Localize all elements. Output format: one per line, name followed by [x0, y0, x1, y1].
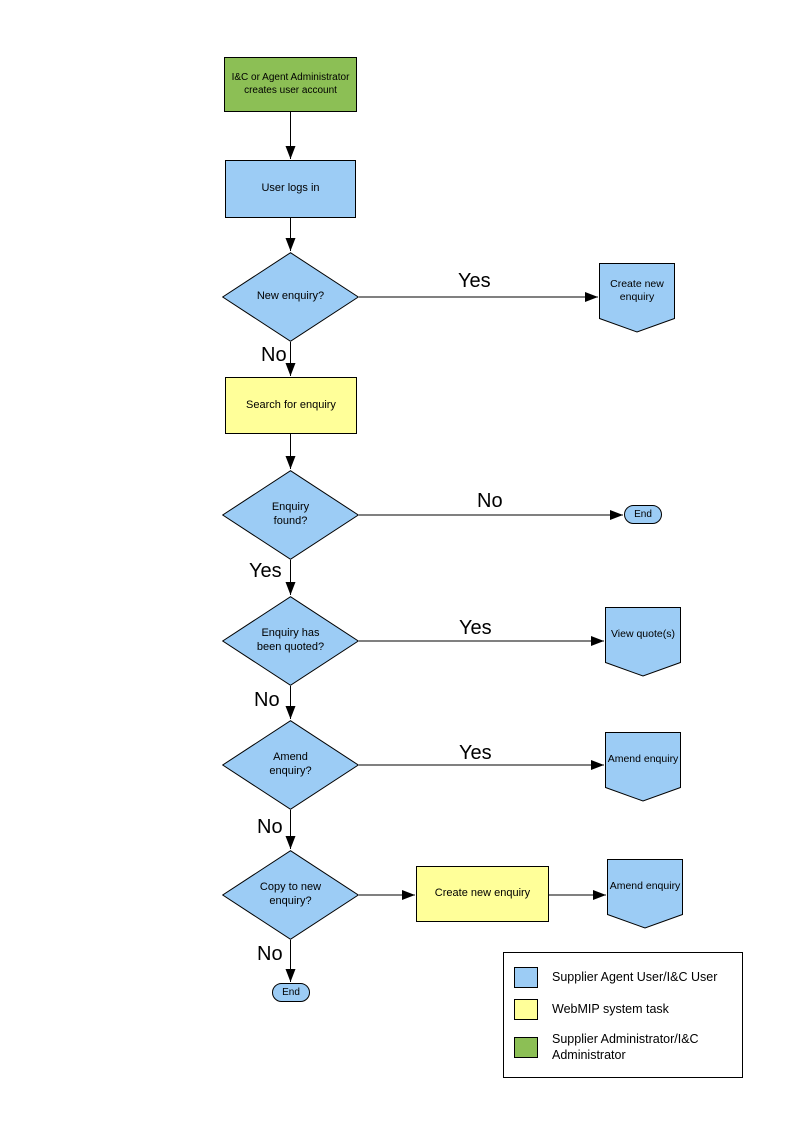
- decision-copy-to-new-enquiry: Copy to new enquiry?: [222, 850, 359, 940]
- decision-label: Copy to new enquiry?: [259, 881, 322, 907]
- legend-item-supplier-administrator: Supplier Administrator/I&C Administrator: [514, 1031, 732, 1064]
- pentagon-shape: [599, 263, 675, 333]
- offpage-label: Amend enquiry: [607, 753, 679, 766]
- decision-label: Amend enquiry?: [269, 751, 312, 777]
- terminator-end-1: End: [624, 505, 662, 524]
- pentagon-shape: [605, 732, 681, 802]
- offpage-view-quotes: View quote(s): [605, 607, 681, 677]
- terminator-end-2: End: [272, 983, 310, 1002]
- legend-label: Supplier Agent User/I&C User: [552, 970, 718, 985]
- offpage-label: Amend enquiry: [609, 880, 681, 893]
- node-label: Search for enquiry: [246, 398, 336, 411]
- diamond-shape: [222, 252, 359, 342]
- legend-label: WebMIP system task: [552, 1002, 669, 1017]
- offpage-create-new-enquiry: Create new enquiry: [599, 263, 675, 333]
- legend-label: Supplier Administrator/I&C Administrator: [552, 1031, 699, 1062]
- edge-label-yes-enquiry-found: Yes: [249, 560, 282, 582]
- offpage-label: View quote(s): [610, 628, 675, 641]
- node-create-user-account: I&C or Agent Administrator creates user …: [224, 57, 357, 112]
- edge-label-no-copy-to-new: No: [257, 943, 283, 965]
- terminator-label: End: [634, 509, 652, 520]
- decision-enquiry-found: Enquiry found?: [222, 470, 359, 560]
- edge-label-yes-amend-enquiry: Yes: [459, 742, 492, 764]
- edge-label-yes-new-enquiry: Yes: [458, 270, 491, 292]
- legend-swatch-yellow: [514, 998, 538, 1020]
- decision-label: Enquiry has been quoted?: [256, 627, 325, 653]
- edge-label-no-new-enquiry: No: [261, 344, 287, 366]
- edge-label-yes-enquiry-quoted: Yes: [459, 617, 492, 639]
- legend-item-webmip-system-task: WebMIP system task: [514, 998, 732, 1020]
- terminator-label: End: [282, 987, 300, 998]
- legend-swatch-blue: [514, 966, 538, 988]
- node-search-for-enquiry: Search for enquiry: [225, 377, 357, 434]
- offpage-amend-enquiry-2: Amend enquiry: [607, 859, 683, 929]
- edge-label-no-enquiry-found: No: [477, 490, 503, 512]
- decision-enquiry-quoted: Enquiry has been quoted?: [222, 596, 359, 686]
- diamond-shape: [222, 720, 359, 810]
- diamond-shape: [222, 850, 359, 940]
- edge-label-no-amend-enquiry: No: [257, 816, 283, 838]
- node-label: Create new enquiry: [434, 887, 531, 900]
- legend-item-supplier-agent-user: Supplier Agent User/I&C User: [514, 966, 732, 988]
- decision-new-enquiry: New enquiry?: [222, 252, 359, 342]
- node-create-new-enquiry-task: Create new enquiry: [416, 866, 549, 922]
- diamond-shape: [222, 470, 359, 560]
- node-label: I&C or Agent Administrator creates user …: [231, 72, 350, 96]
- pentagon-shape: [607, 859, 683, 929]
- decision-label: New enquiry?: [256, 290, 325, 303]
- pentagon-shape: [605, 607, 681, 677]
- legend-swatch-green: [514, 1036, 538, 1058]
- offpage-label: Create new enquiry: [610, 277, 664, 303]
- edge-label-no-enquiry-quoted: No: [254, 689, 280, 711]
- offpage-amend-enquiry-1: Amend enquiry: [605, 732, 681, 802]
- diamond-shape: [222, 596, 359, 686]
- legend: Supplier Agent User/I&C User WebMIP syst…: [503, 952, 743, 1078]
- node-user-logs-in: User logs in: [225, 160, 356, 218]
- decision-label: Enquiry found?: [271, 501, 310, 527]
- decision-amend-enquiry: Amend enquiry?: [222, 720, 359, 810]
- node-label: User logs in: [261, 182, 320, 195]
